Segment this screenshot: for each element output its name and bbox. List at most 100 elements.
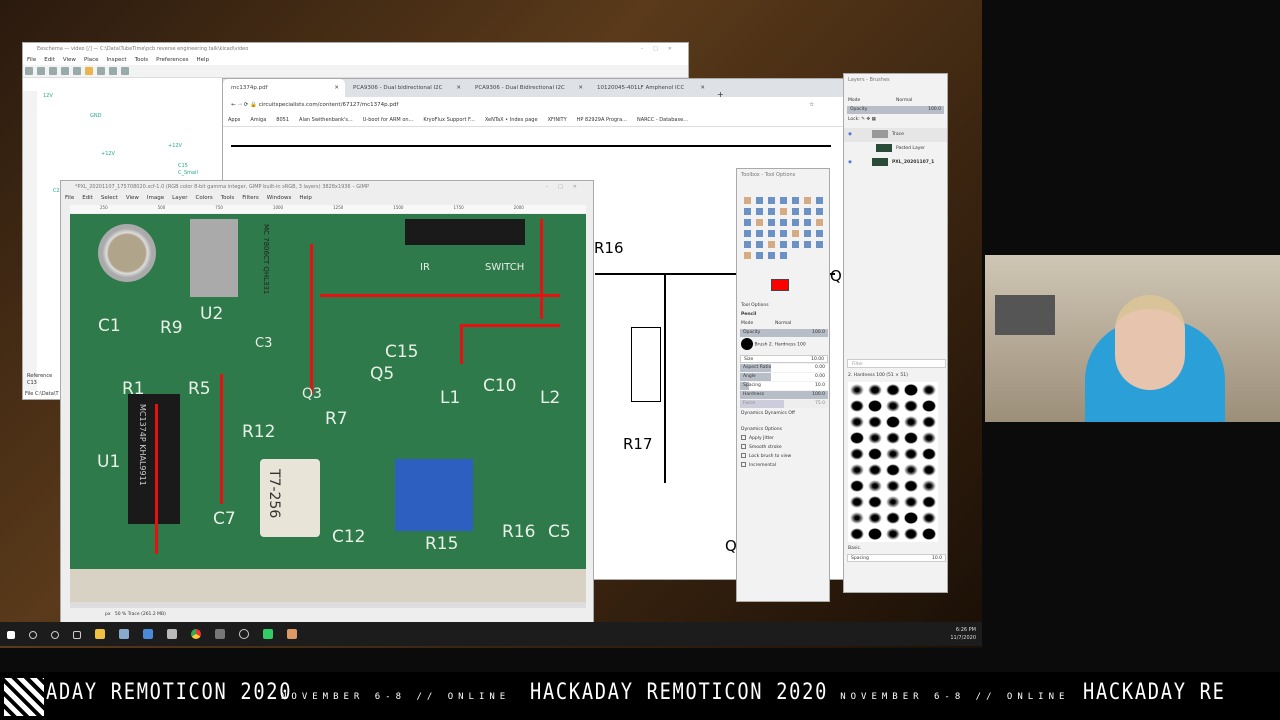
tool-icon[interactable] [743,230,751,237]
brush-swatch[interactable] [886,400,900,412]
lock-brush-checkbox[interactable]: Lock brush to view [737,452,829,461]
tool-icon[interactable] [815,241,823,248]
brush-swatch[interactable] [922,496,936,508]
tool-icon[interactable] [815,197,823,204]
menu-colors[interactable]: Colors [195,195,213,201]
menu-windows[interactable]: Windows [266,195,292,201]
gimp-titlebar[interactable]: *PXL_20201107_175708020.xcf-1.0 (RGB col… [61,181,593,193]
unit-select[interactable]: px [105,612,111,617]
brush-swatch[interactable] [868,496,882,508]
eye-icon[interactable]: ◉ [848,160,852,165]
brush-swatch[interactable] [868,448,882,460]
brush-swatch[interactable] [904,432,918,444]
incremental-checkbox[interactable]: Incremental [737,461,829,470]
dynamics-options-expander[interactable]: Dynamics Options [741,427,782,432]
tool-icon[interactable] [755,208,763,215]
tab-pca9306[interactable]: PCA9306 - Dual bidirectional I2C✕ [345,79,467,97]
menu-image[interactable]: Image [146,195,165,201]
bookmark[interactable]: NARCC - Database... [636,117,688,123]
brush-preset-select[interactable]: Basic. [848,546,862,551]
tool-icon[interactable] [767,241,775,248]
tool-icon[interactable] [743,241,751,248]
tool-icon[interactable] [779,252,787,259]
brush-swatch[interactable] [850,464,864,476]
brush-swatch[interactable] [886,496,900,508]
tool-icon[interactable] [779,241,787,248]
toolbox-titlebar[interactable]: Toolbox - Tool Options [737,169,829,181]
checkbox-box[interactable] [741,444,746,449]
app-icon[interactable] [167,629,177,639]
bookmark[interactable]: KryoFlux Support F... [423,117,475,123]
dock-tabs[interactable] [844,86,947,96]
bookmark[interactable]: HP 82929A Progra... [576,117,627,123]
windows-start-icon[interactable] [7,631,15,639]
brush-filter-input[interactable]: Filter [847,359,946,368]
brush-swatch[interactable] [904,528,918,540]
brush-swatch[interactable] [850,496,864,508]
tab-amphenol[interactable]: 10120045-401LF Amphenol ICC✕ [589,79,711,97]
brush-swatch[interactable] [922,432,936,444]
redo-icon[interactable] [97,67,105,75]
brush-swatch[interactable] [886,448,900,460]
dynamics-select[interactable]: Dynamics Dynamics Off [737,409,829,425]
tool-options-tab[interactable]: Tool Options [737,301,829,310]
chrome-icon[interactable] [191,629,201,639]
brush-swatch[interactable] [922,400,936,412]
window-controls[interactable]: –□✕ [545,184,587,190]
tool-icon[interactable] [803,241,811,248]
smooth-stroke-checkbox[interactable]: Smooth stroke [737,443,829,452]
tool-icon[interactable] [25,67,33,75]
gimp-icon[interactable] [215,629,225,639]
brush-swatch[interactable] [886,432,900,444]
menu-file[interactable]: File [27,57,37,63]
menu-edit[interactable]: Edit [82,195,93,201]
back-icon[interactable]: ← [231,102,236,108]
tool-icon[interactable] [791,241,799,248]
brush-swatch[interactable] [886,528,900,540]
brush-swatch[interactable] [868,384,882,396]
layer-row[interactable]: ◉PXL_20201107_1 [844,156,947,170]
bookmark[interactable]: 8051 [276,117,290,123]
brush-swatch[interactable] [904,496,918,508]
brush-swatch[interactable] [850,384,864,396]
reload-icon[interactable]: ⟳ [243,102,249,108]
brush-swatch[interactable] [904,400,918,412]
brush-swatch[interactable] [886,512,900,524]
tool-icon[interactable] [779,197,787,204]
tool-icon[interactable] [37,67,45,75]
menu-preferences[interactable]: Preferences [156,57,189,63]
menu-help[interactable]: Help [196,57,210,63]
tool-icon[interactable] [815,219,823,226]
tool-icon[interactable] [779,219,787,226]
menu-edit[interactable]: Edit [44,57,55,63]
menu-filters[interactable]: Filters [242,195,259,201]
bookmark[interactable]: XFINITY [547,117,567,123]
tool-icon[interactable] [791,197,799,204]
print-icon[interactable] [49,67,57,75]
layer-row[interactable]: ◉Trace [844,128,947,142]
zoom-icon[interactable] [109,67,117,75]
brush-grid[interactable] [848,382,938,542]
url-input[interactable]: circuitspecialists.com/content/67127/mc1… [258,102,399,108]
refresh-icon[interactable] [121,67,129,75]
checkbox-box[interactable] [741,435,746,440]
document-icon[interactable] [143,629,153,639]
tool-icon[interactable] [803,230,811,237]
bookmark[interactable]: Apps [228,117,241,123]
menu-tools[interactable]: Tools [134,57,149,63]
tool-icon[interactable] [779,230,787,237]
close-tab-icon[interactable]: ✕ [456,85,461,91]
tab-mc1374p[interactable]: mc1374p.pdf✕ [223,79,345,97]
close-tab-icon[interactable]: ✕ [578,85,583,91]
menu-inspect[interactable]: Inspect [106,57,127,63]
tool-icon[interactable] [767,252,775,259]
